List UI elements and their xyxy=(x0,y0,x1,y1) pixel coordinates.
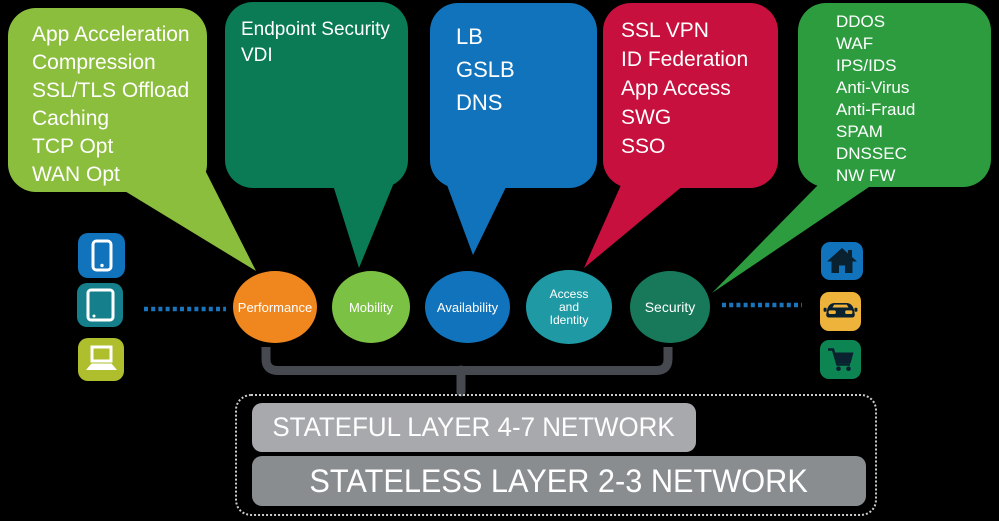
circle-availability: Availability xyxy=(425,271,510,343)
network-layers-container xyxy=(235,394,877,516)
bubble-tail-mobility xyxy=(333,185,393,268)
stateful-layer-label: STATEFUL LAYER 4-7 NETWORK xyxy=(272,412,676,442)
stateful-layer-bar: STATEFUL LAYER 4-7 NETWORK xyxy=(252,403,696,452)
label-line: SSO xyxy=(621,135,666,158)
bubble-tail-security xyxy=(712,185,872,293)
circle-label: Availability xyxy=(436,299,499,315)
bubble-availability-services: LB GSLB DNS xyxy=(430,3,597,188)
label-line: DDOS xyxy=(836,12,886,31)
label-line: Caching xyxy=(32,107,110,130)
device-tile-laptop xyxy=(78,338,124,381)
stateless-layer-label: STATELESS LAYER 2-3 NETWORK xyxy=(309,462,809,499)
bubble-tail-availability xyxy=(447,185,507,255)
label-line: SPAM xyxy=(836,122,883,141)
car-icon xyxy=(823,303,858,318)
home-icon xyxy=(827,248,857,273)
bracket xyxy=(261,347,673,375)
label-line: DNSSEC xyxy=(836,144,907,163)
label-line: Endpoint Security xyxy=(241,19,390,40)
circle-label: Performance xyxy=(237,299,313,315)
bubble-tail-performance xyxy=(123,172,256,271)
label-line: Anti-Virus xyxy=(836,78,910,97)
device-tile-tablet xyxy=(77,283,123,327)
label-line: SWG xyxy=(621,106,672,129)
label-line: TCP Opt xyxy=(32,135,114,158)
label-line: GSLB xyxy=(456,57,515,82)
label-line: App Access xyxy=(621,77,731,100)
circle-label: Security xyxy=(644,299,696,315)
label-line: SSL VPN xyxy=(621,19,709,42)
destination-tile-home xyxy=(821,242,863,280)
laptop-icon xyxy=(86,345,117,370)
circle-performance: Performance xyxy=(233,271,317,343)
label-line: Anti-Fraud xyxy=(836,100,916,119)
device-tile-smartphone xyxy=(78,233,125,278)
label-line: DNS xyxy=(456,90,503,115)
shopping-cart-icon xyxy=(828,348,854,371)
circle-mobility: Mobility xyxy=(332,271,410,343)
label-line: NW FW xyxy=(836,166,896,185)
label-line: WAN Opt xyxy=(32,163,120,186)
destination-tile-shopping-cart xyxy=(820,340,861,379)
label-line: VDI xyxy=(241,45,273,66)
circle-label: Mobility xyxy=(348,299,394,315)
label-line: IPS/IDS xyxy=(836,56,897,75)
stateless-layer-bar: STATELESS LAYER 2-3 NETWORK xyxy=(252,456,866,506)
bubble-tail-access xyxy=(584,185,684,268)
label-line: App Acceleration xyxy=(32,23,190,46)
label-line: WAF xyxy=(836,34,874,53)
smartphone-icon xyxy=(91,239,113,272)
label-line: and xyxy=(558,299,579,314)
label-line: ID Federation xyxy=(621,48,749,71)
label-line: Identity xyxy=(549,312,589,327)
label-line: LB xyxy=(456,24,483,49)
destination-tile-car xyxy=(820,292,861,331)
label-line: Access xyxy=(549,286,589,301)
tablet-icon xyxy=(86,288,115,322)
circle-security: Security xyxy=(630,271,710,343)
label-line: Compression xyxy=(32,51,156,74)
label-line: SSL/TLS Offload xyxy=(32,79,190,102)
